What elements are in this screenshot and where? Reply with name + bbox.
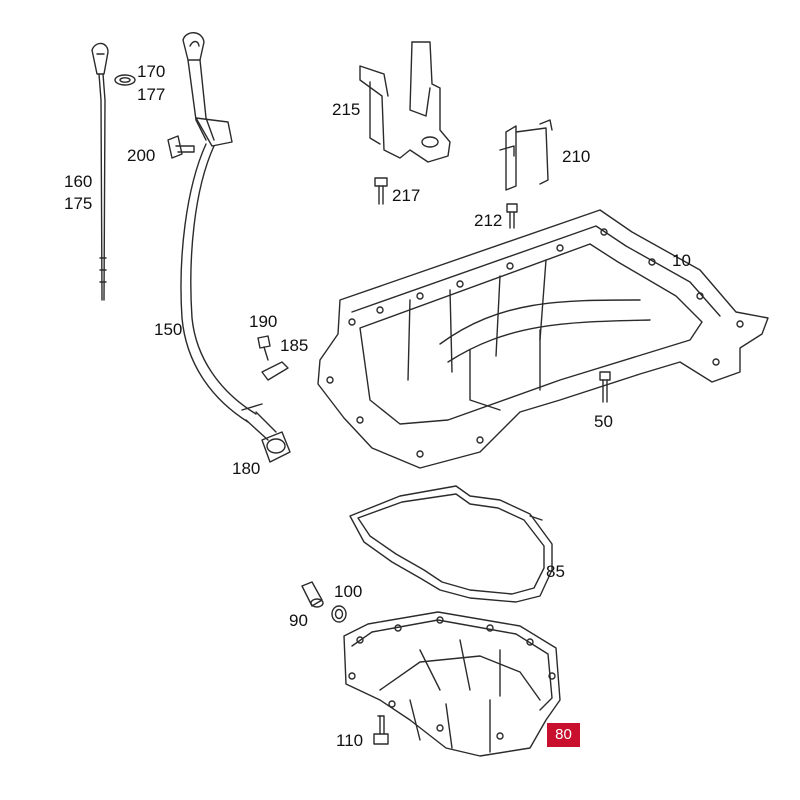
callout-90[interactable]: 90 xyxy=(289,611,308,630)
callout-190[interactable]: 190 xyxy=(249,312,278,331)
bolt-212[interactable] xyxy=(506,203,518,229)
callout-177[interactable]: 177 xyxy=(137,85,166,104)
lower-oil-pan[interactable] xyxy=(343,611,561,757)
bolt-190[interactable] xyxy=(257,335,271,361)
callout-217[interactable]: 217 xyxy=(392,186,421,205)
bracket-215[interactable] xyxy=(359,41,451,163)
callout-185[interactable]: 185 xyxy=(280,336,309,355)
callout-150[interactable]: 150 xyxy=(154,320,183,339)
callout-175[interactable]: 175 xyxy=(64,194,93,213)
callout-100[interactable]: 100 xyxy=(334,582,363,601)
dipstick[interactable] xyxy=(91,42,109,301)
callout-10[interactable]: 10 xyxy=(672,251,691,270)
callout-170[interactable]: 170 xyxy=(137,62,166,81)
highlight-box xyxy=(547,723,580,747)
callout-110[interactable]: 110 xyxy=(336,731,364,750)
callout-80-highlighted[interactable]: 80 xyxy=(555,726,572,743)
callout-180[interactable]: 180 xyxy=(232,459,261,478)
seal-ring-100[interactable] xyxy=(331,605,347,623)
upper-oil-pan[interactable] xyxy=(317,209,769,469)
drain-plug-90[interactable] xyxy=(301,581,324,608)
dipstick-guide-tube[interactable] xyxy=(180,32,277,441)
clip-185[interactable] xyxy=(261,361,289,381)
fitting-180[interactable] xyxy=(261,431,291,463)
gasket-85[interactable] xyxy=(349,485,553,603)
bolt-217[interactable] xyxy=(374,177,388,205)
sensor-bracket-210[interactable] xyxy=(499,119,553,191)
bolt-200[interactable] xyxy=(167,135,195,159)
callout-215[interactable]: 215 xyxy=(332,100,361,119)
bolt-50[interactable] xyxy=(599,371,611,403)
callout-85[interactable]: 85 xyxy=(546,562,565,581)
callout-210[interactable]: 210 xyxy=(562,147,591,166)
callout-50[interactable]: 50 xyxy=(594,412,613,431)
callout-160[interactable]: 160 xyxy=(64,172,93,191)
callout-212[interactable]: 212 xyxy=(474,211,503,230)
o-ring[interactable] xyxy=(114,74,136,86)
callout-200[interactable]: 200 xyxy=(127,146,156,165)
bolt-110[interactable] xyxy=(373,715,389,745)
